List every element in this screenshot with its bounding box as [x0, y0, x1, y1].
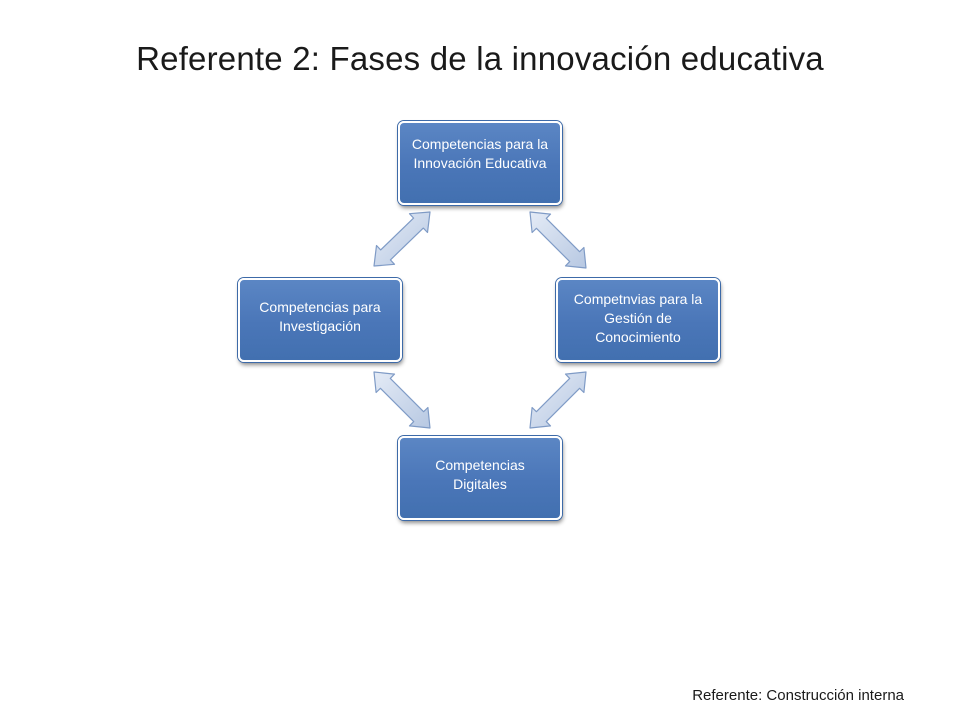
node-innovacion-educativa: Competencias para la Innovación Educativ… [398, 121, 562, 205]
node-competencias-digitales: Competencias Digitales [398, 436, 562, 520]
double-arrow-innovacion-gestion [529, 211, 587, 269]
double-arrow-gestion-digitales [529, 371, 587, 429]
node-gestion-conocimiento: Competnvias para la Gestión de Conocimie… [556, 278, 720, 362]
node-investigacion: Competencias para Investigación [238, 278, 402, 362]
double-arrow-investigacion-innovacion [373, 211, 431, 267]
source-caption: Referente: Construcción interna [692, 687, 904, 704]
double-arrow-digitales-investigacion [373, 371, 431, 429]
slide-title: Referente 2: Fases de la innovación educ… [136, 40, 824, 77]
